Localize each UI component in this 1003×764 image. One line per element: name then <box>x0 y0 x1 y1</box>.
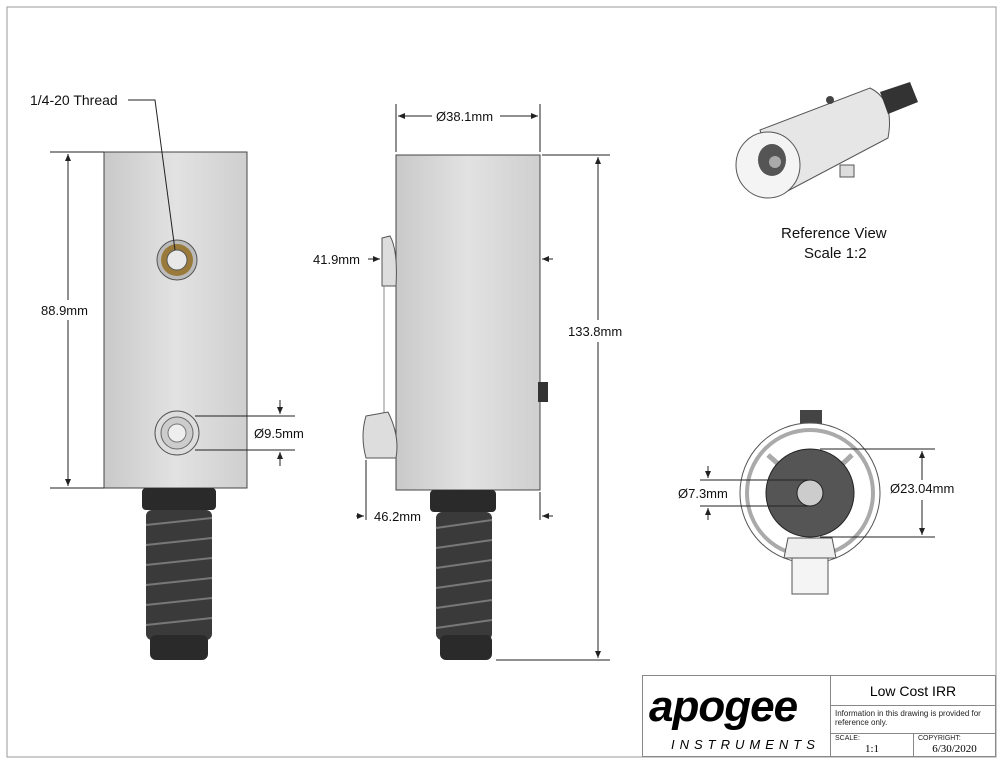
scale-value: 1:1 <box>864 743 880 755</box>
face-diameter-dimension: Ø23.04mm <box>890 481 955 496</box>
thread-label: 1/4-20 Thread <box>30 92 118 108</box>
copyright-label: COPYRIGHT: <box>918 735 961 742</box>
apogee-logo: apogee <box>649 682 798 731</box>
height-dimension: 88.9mm <box>41 303 88 318</box>
body-diameter-dimension: Ø38.1mm <box>436 109 494 124</box>
product-name: Low Cost IRR <box>830 675 996 706</box>
copyright-cell: COPYRIGHT: 6/30/2020 <box>913 733 996 757</box>
front-view <box>700 410 935 595</box>
copyright-date: 6/30/2020 <box>932 743 977 755</box>
cable-strain-relief-left <box>142 488 216 660</box>
reference-view-title: Reference View <box>781 225 887 242</box>
upper-knob-dimension: 41.9mm <box>313 252 360 267</box>
scale-cell: SCALE: 1:1 <box>830 733 914 757</box>
inner-diameter-dimension: Ø7.3mm <box>678 486 728 501</box>
total-length-dimension: 133.8mm <box>568 324 623 339</box>
side-view <box>356 104 610 661</box>
scale-label: SCALE: <box>835 735 860 742</box>
logo-subtitle: INSTRUMENTS <box>671 737 820 752</box>
lower-knob-dimension: 46.2mm <box>374 509 421 524</box>
reference-view-illustration <box>735 82 918 199</box>
small-hole-dimension: Ø9.5mm <box>254 426 304 441</box>
sheet-border <box>6 6 997 758</box>
left-view <box>50 99 295 660</box>
reference-view-scale: Scale 1:2 <box>804 245 867 262</box>
disclaimer-note: Information in this drawing is provided … <box>830 705 996 734</box>
logo-cell: apogee INSTRUMENTS <box>642 675 831 757</box>
